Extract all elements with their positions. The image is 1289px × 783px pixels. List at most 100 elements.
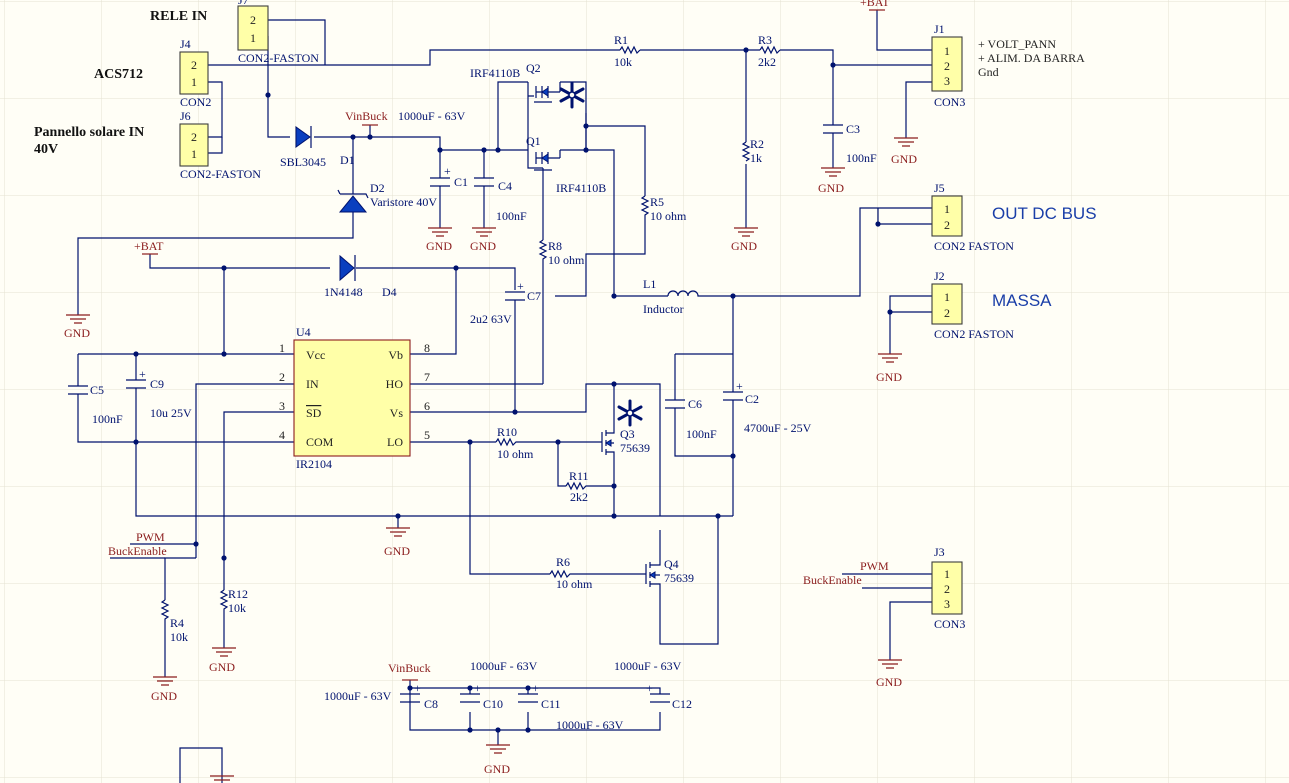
resistor-r1[interactable]: R1 10k [614, 33, 641, 69]
diode-d1[interactable]: SBL3045 D1 [280, 126, 355, 169]
svg-text:+: + [474, 681, 481, 695]
mosfet-q1[interactable]: Q1 IRF4110B [526, 134, 606, 195]
capacitor-c1[interactable]: + C1 1000uF - 63V [398, 109, 468, 189]
net-label-buckenable: BuckEnable [108, 544, 167, 558]
svg-text:2u2 63V: 2u2 63V [470, 312, 512, 326]
connector-j7[interactable]: 2 1 J7 CON2-FASTON [237, 0, 319, 65]
svg-text:SD: SD [306, 406, 322, 420]
svg-text:D4: D4 [382, 285, 397, 299]
resistor-r4[interactable]: R4 10k [160, 599, 188, 644]
wires [77, 10, 932, 783]
svg-text:GND: GND [151, 689, 177, 703]
svg-text:GND: GND [470, 239, 496, 253]
svg-text:PWM: PWM [860, 559, 889, 573]
svg-text:C7: C7 [527, 289, 541, 303]
mosfet-q3[interactable]: Q3 75639 [596, 426, 650, 458]
svg-text:Q1: Q1 [526, 134, 541, 148]
svg-text:10 ohm: 10 ohm [556, 577, 593, 591]
svg-text:4: 4 [279, 428, 285, 442]
ground-symbol: GND [151, 676, 177, 703]
svg-text:+: + [646, 681, 653, 695]
junction-dots [133, 47, 893, 733]
connector-j6[interactable]: 2 1 J6 CON2-FASTON [179, 109, 261, 181]
svg-text:R3: R3 [758, 33, 772, 47]
capacitor-c6[interactable]: C6 100nF [665, 397, 717, 441]
svg-text:1000uF - 63V: 1000uF - 63V [556, 718, 624, 732]
connector-j4[interactable]: 2 1 J4 CON2 [179, 37, 211, 109]
resistor-r3[interactable]: R3 2k2 [758, 33, 781, 69]
inductor-l1[interactable]: L1 Inductor [643, 277, 700, 316]
svg-text:C2: C2 [745, 392, 759, 406]
svg-text:J7: J7 [238, 0, 249, 7]
svg-text:GND: GND [426, 239, 452, 253]
svg-text:4700uF - 25V: 4700uF - 25V [744, 421, 812, 435]
svg-text:10u 25V: 10u 25V [150, 406, 192, 420]
net-label-bat: +BAT [134, 239, 164, 255]
svg-text:C3: C3 [846, 122, 860, 136]
resistor-r10[interactable]: R10 10 ohm [495, 425, 534, 461]
svg-text:1: 1 [944, 202, 950, 216]
capacitor-c7[interactable]: + C7 2u2 63V [470, 279, 541, 326]
svg-text:CON2-FASTON: CON2-FASTON [180, 167, 261, 181]
ic-u4[interactable]: U4 IR2104 Vcc IN SD COM 1 2 3 4 Vb HO Vs… [279, 325, 430, 471]
svg-text:8: 8 [424, 341, 430, 355]
resistor-r6[interactable]: R6 10 ohm [549, 555, 593, 591]
svg-text:2k2: 2k2 [758, 55, 776, 69]
resistor-r8[interactable]: R8 10 ohm [538, 239, 585, 267]
svg-text:1000uF - 63V: 1000uF - 63V [398, 109, 466, 123]
net-label-bat: +BAT [860, 0, 890, 11]
capacitor-c2[interactable]: + C2 4700uF - 25V [723, 379, 812, 435]
svg-text:R10: R10 [497, 425, 517, 439]
resistor-r12[interactable]: R12 10k [219, 587, 248, 616]
svg-text:1N4148: 1N4148 [324, 285, 363, 299]
capacitor-c12[interactable]: + C12 1000uF - 63V [614, 659, 692, 711]
svg-text:SBL3045: SBL3045 [280, 155, 326, 169]
mosfet-q2[interactable]: IRF4110B Q2 [470, 61, 561, 113]
svg-text:1000uF - 63V: 1000uF - 63V [614, 659, 682, 673]
resistor-r5[interactable]: R5 10 ohm [640, 195, 687, 223]
ground-symbol: GND [876, 659, 902, 689]
svg-text:CON2 FASTON: CON2 FASTON [934, 327, 1014, 341]
capacitor-c4[interactable]: C4 100nF [474, 177, 527, 223]
diode-d2[interactable]: D2 Varistore 40V [337, 181, 437, 213]
connector-j5[interactable]: 1 2 J5 CON2 FASTON [931, 181, 1014, 253]
note-j1-line2: + ALIM. DA BARRA [978, 51, 1085, 65]
svg-text:J3: J3 [934, 545, 945, 559]
svg-text:C6: C6 [688, 397, 702, 411]
capacitor-c11[interactable]: + C11 1000uF - 63V [518, 681, 624, 732]
capacitor-c8[interactable]: + C8 1000uF - 63V [324, 681, 438, 711]
svg-text:75639: 75639 [620, 441, 650, 455]
svg-text:Q4: Q4 [664, 557, 679, 571]
svg-text:R12: R12 [228, 587, 248, 601]
capacitor-c10[interactable]: + C10 1000uF - 63V [460, 659, 538, 711]
connector-j2[interactable]: 1 2 J2 CON2 FASTON [931, 269, 1014, 341]
svg-text:D2: D2 [370, 181, 385, 195]
connector-j3[interactable]: 1 2 3 J3 CON3 [931, 545, 965, 631]
capacitor-c9[interactable]: + C9 10u 25V [126, 367, 192, 420]
svg-text:2: 2 [191, 58, 197, 72]
connector-j1[interactable]: 1 2 3 J1 CON3 [931, 22, 965, 109]
svg-text:6: 6 [424, 399, 430, 413]
svg-text:CON2 FASTON: CON2 FASTON [934, 239, 1014, 253]
svg-text:IRF4110B: IRF4110B [470, 66, 520, 80]
ground-symbol [210, 775, 234, 781]
diode-d4[interactable]: 1N4148 D4 [324, 254, 397, 299]
svg-text:2: 2 [191, 130, 197, 144]
note-acs712: ACS712 [94, 67, 143, 82]
svg-text:+: + [517, 279, 524, 293]
capacitor-c5[interactable]: C5 100nF [68, 383, 123, 426]
mosfet-q4[interactable]: Q4 75639 [640, 556, 694, 592]
svg-text:R1: R1 [614, 33, 628, 47]
svg-text:1k: 1k [750, 151, 762, 165]
resistor-r11[interactable]: R11 2k2 [565, 469, 592, 504]
svg-text:GND: GND [731, 239, 757, 253]
svg-text:100nF: 100nF [92, 412, 123, 426]
svg-text:C4: C4 [498, 179, 512, 193]
svg-text:10k: 10k [228, 601, 246, 615]
svg-text:10k: 10k [170, 630, 188, 644]
resistor-r2[interactable]: R2 1k [741, 137, 764, 165]
capacitor-c3[interactable]: C3 100nF [823, 122, 877, 165]
ground-symbol: GND [384, 527, 410, 558]
net-label-vinbuck: VinBuck [345, 109, 388, 126]
